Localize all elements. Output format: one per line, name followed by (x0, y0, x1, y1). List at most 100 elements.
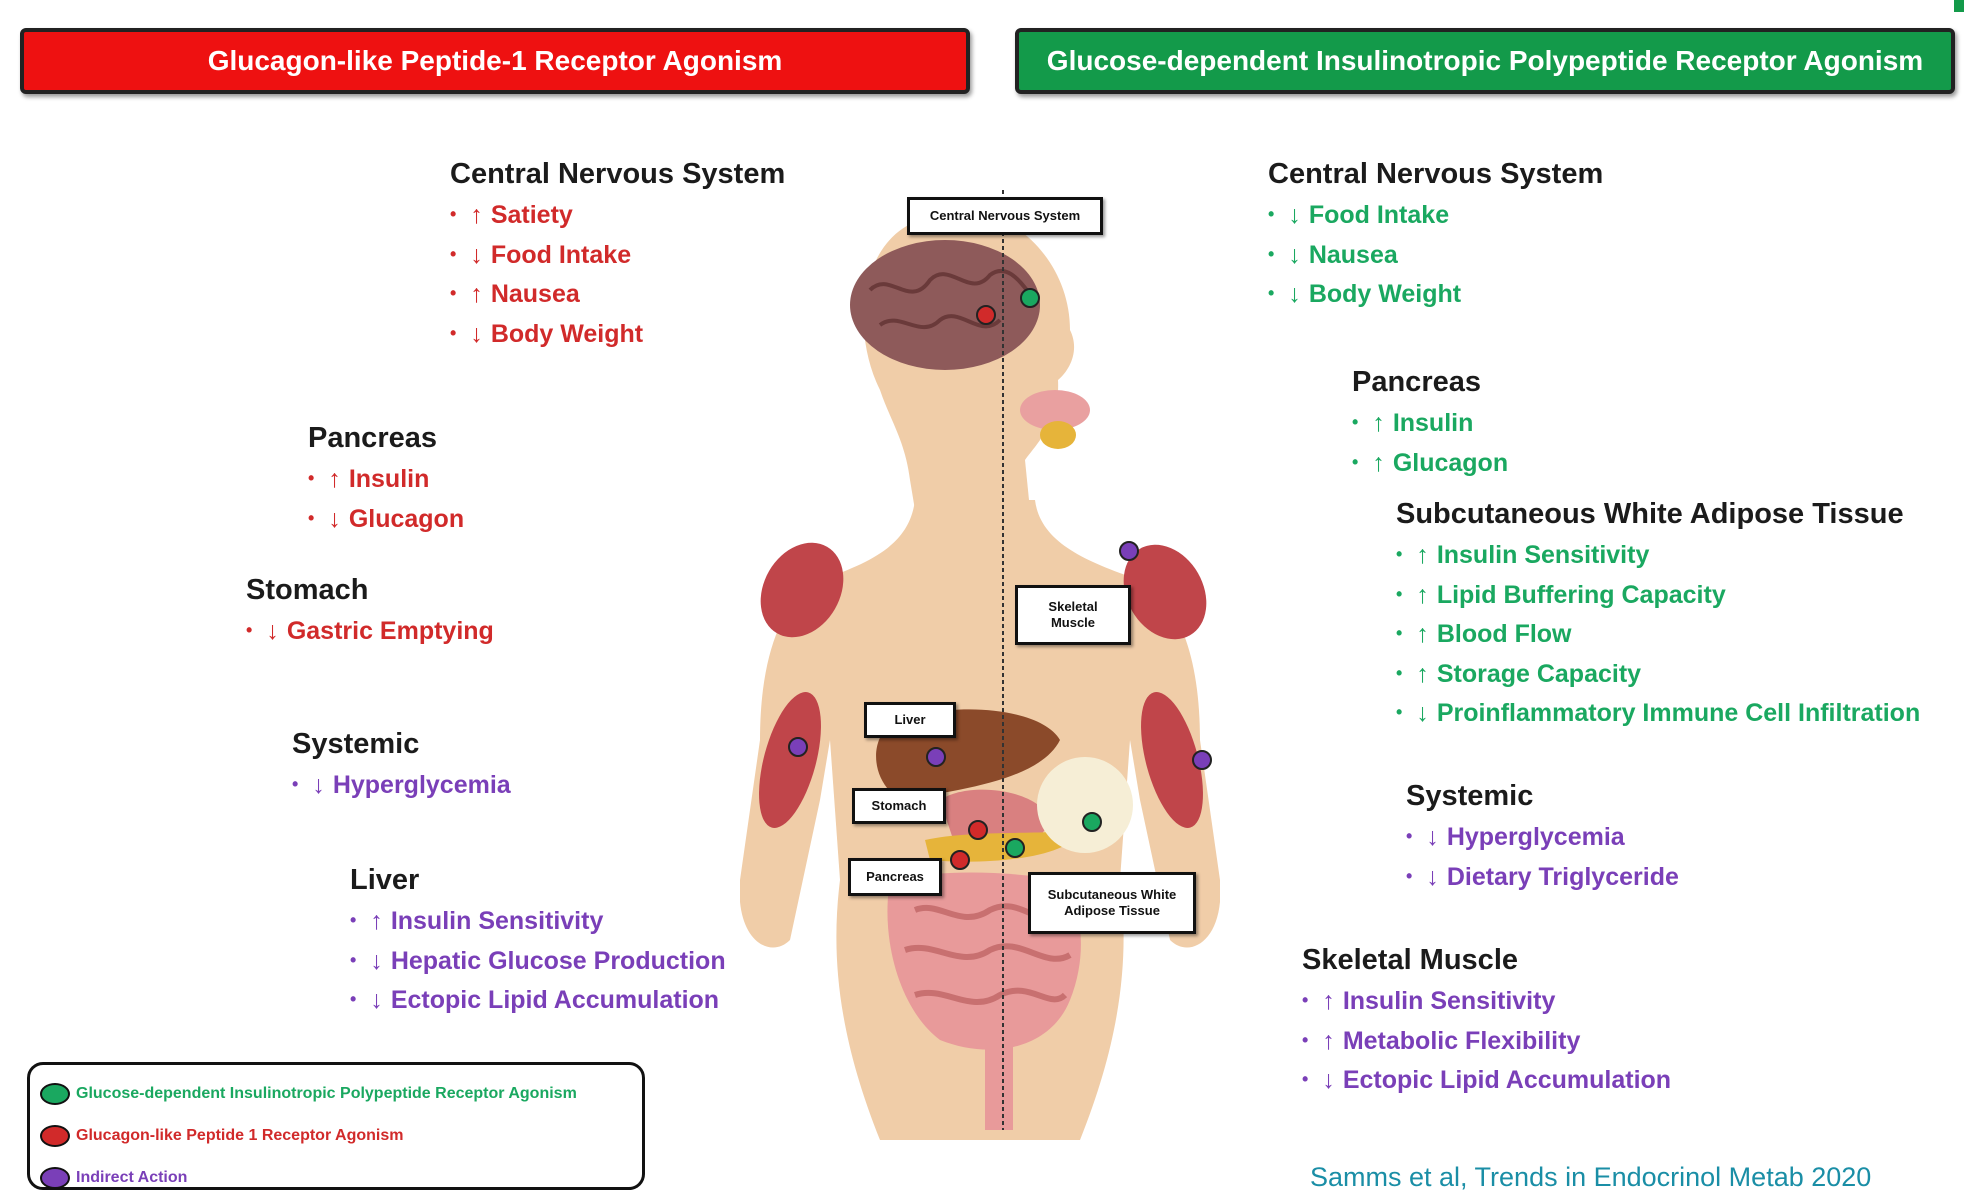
section-title: Systemic (1406, 780, 1679, 813)
bullet-icon: • (450, 323, 456, 343)
gip-marker-adipose (1083, 813, 1101, 831)
increase-arrow-icon: ↑ (1416, 581, 1429, 609)
bullet-icon: • (1352, 412, 1358, 432)
right-systemic-section: Systemic•↓Hyperglycemia•↓Dietary Triglyc… (1406, 780, 1679, 898)
effect-text: Food Intake (1309, 201, 1449, 229)
right-swat-section: Subcutaneous White Adipose Tissue•↑Insul… (1396, 498, 1920, 735)
effect-text: Proinflammatory Immune Cell Infiltration (1437, 699, 1920, 727)
glp1-marker-pancreas (951, 851, 969, 869)
effect-list: •↓Gastric Emptying (246, 613, 494, 653)
bullet-icon: • (1396, 623, 1402, 643)
decrease-arrow-icon: ↓ (312, 771, 325, 799)
left-cns-section: Central Nervous System•↑Satiety•↓Food In… (450, 158, 785, 355)
indirect-marker-right-shoulder (1120, 542, 1138, 560)
corner-accent (1954, 0, 1964, 12)
effect-text: Ectopic Lipid Accumulation (391, 986, 719, 1014)
decrease-arrow-icon: ↓ (1288, 280, 1301, 308)
right-cns-section: Central Nervous System•↓Food Intake•↓Nau… (1268, 158, 1603, 316)
increase-arrow-icon: ↑ (328, 465, 341, 493)
effect-text: Storage Capacity (1437, 660, 1641, 688)
bullet-icon: • (1302, 990, 1308, 1010)
decrease-arrow-icon: ↓ (470, 241, 483, 269)
bullet-icon: • (1268, 244, 1274, 264)
effect-text: Insulin Sensitivity (1437, 541, 1650, 569)
effect-list: •↑Satiety•↓Food Intake•↑Nausea•↓Body Wei… (450, 197, 785, 355)
indirect-marker-right-arm (1193, 751, 1211, 769)
bullet-icon: • (350, 910, 356, 930)
gip-header: Glucose-dependent Insulinotropic Polypep… (1015, 28, 1955, 94)
effect-text: Metabolic Flexibility (1343, 1027, 1581, 1055)
label-stomach: Stomach (852, 788, 946, 824)
effect-list: • ↑ Insulin •↑Glucagon (1352, 405, 1508, 484)
bullet-icon: • (1406, 866, 1412, 886)
increase-arrow-icon: ↑ (1416, 541, 1429, 569)
label-central-nervous-system: Central Nervous System (907, 197, 1103, 235)
effect-item: • ↑ Insulin (1352, 405, 1508, 445)
increase-arrow-icon: ↑ (1416, 660, 1429, 688)
effect-item: •↑Insulin Sensitivity (1396, 537, 1920, 577)
effect-item: •↓Hyperglycemia (1406, 819, 1679, 859)
bullet-icon: • (450, 204, 456, 224)
decrease-arrow-icon: ↓ (1426, 823, 1439, 851)
effect-item: •↓Body Weight (450, 316, 785, 356)
human-body-illustration (740, 180, 1220, 1140)
effect-item: •↑Blood Flow (1396, 616, 1920, 656)
effect-list: •↑Insulin Sensitivity•↑Metabolic Flexibi… (1302, 983, 1671, 1102)
left-stomach-section: Stomach •↓Gastric Emptying (246, 574, 494, 653)
gip-marker-pancreas (1006, 839, 1024, 857)
effect-item: •↓Hepatic Glucose Production (350, 943, 726, 983)
effect-item: •↓Hyperglycemia (292, 767, 511, 807)
effect-item: •↑Glucagon (1352, 445, 1508, 485)
effect-item: •↓Food Intake (1268, 197, 1603, 237)
bullet-icon: • (1352, 452, 1358, 472)
increase-arrow-icon: ↑ (1322, 987, 1335, 1015)
effect-item: •↑Lipid Buffering Capacity (1396, 577, 1920, 617)
effect-item: • ↑ Insulin Sensitivity (1302, 983, 1671, 1023)
bullet-icon: • (1302, 1030, 1308, 1050)
section-title: Skeletal Muscle (1302, 944, 1671, 977)
legend-box: Glucose-dependent Insulinotropic Polypep… (27, 1062, 645, 1190)
effect-item: •↓Nausea (1268, 237, 1603, 277)
effect-item: •↓Proinflammatory Immune Cell Infiltrati… (1396, 695, 1920, 735)
bullet-icon: • (246, 620, 252, 640)
section-title: Stomach (246, 574, 494, 607)
left-pancreas-section: Pancreas•↑Insulin•↓Glucagon (308, 422, 464, 540)
effect-list: •↓Hyperglycemia•↓Dietary Triglyceride (1406, 819, 1679, 898)
colon-shape (985, 1040, 1013, 1130)
decrease-arrow-icon: ↓ (1416, 699, 1429, 727)
effect-list: • ↑ Insulin Sensitivity • ↑ Lipid Buffering C… (1396, 537, 1920, 735)
effect-text: Dietary Triglyceride (1447, 863, 1679, 891)
effect-text: Insulin (349, 465, 430, 493)
section-title: Systemic (292, 728, 511, 761)
effect-text: Glucagon (349, 505, 464, 533)
increase-arrow-icon: ↑ (470, 201, 483, 229)
effect-item: •↑Insulin Sensitivity (350, 903, 726, 943)
bullet-icon: • (1396, 663, 1402, 683)
indirect-marker-left-arm (789, 738, 807, 756)
effect-text: Hepatic Glucose Production (391, 947, 726, 975)
indirect-legend-label: Indirect Action (76, 1169, 187, 1187)
bullet-icon: • (450, 244, 456, 264)
decrease-arrow-icon: ↓ (370, 947, 383, 975)
adipose-tissue-shape (1037, 757, 1133, 853)
effect-item: •↓Ectopic Lipid Accumulation (1302, 1062, 1671, 1102)
effect-text: Insulin (1393, 409, 1474, 437)
legend-row-indirect: Indirect Action (30, 1157, 642, 1199)
section-title: Central Nervous System (1268, 158, 1603, 191)
effect-text: Hyperglycemia (333, 771, 511, 799)
decrease-arrow-icon: ↓ (1288, 241, 1301, 269)
effect-text: Nausea (491, 280, 580, 308)
increase-arrow-icon: ↑ (1372, 409, 1385, 437)
effect-item: •↓Dietary Triglyceride (1406, 859, 1679, 899)
effect-item: • ↑ Storage Capacity (1396, 656, 1920, 696)
section-title: Liver (350, 864, 726, 897)
effect-text: Lipid Buffering Capacity (1437, 581, 1726, 609)
bullet-icon: • (1406, 826, 1412, 846)
effect-item: •↓Food Intake (450, 237, 785, 277)
decrease-arrow-icon: ↓ (370, 986, 383, 1014)
effect-text: Insulin Sensitivity (1343, 987, 1556, 1015)
effect-item: •↓Gastric Emptying (246, 613, 494, 653)
effect-list: •↓Hyperglycemia (292, 767, 511, 807)
effect-text: Ectopic Lipid Accumulation (1343, 1066, 1671, 1094)
effect-item: •↑Insulin (308, 461, 464, 501)
